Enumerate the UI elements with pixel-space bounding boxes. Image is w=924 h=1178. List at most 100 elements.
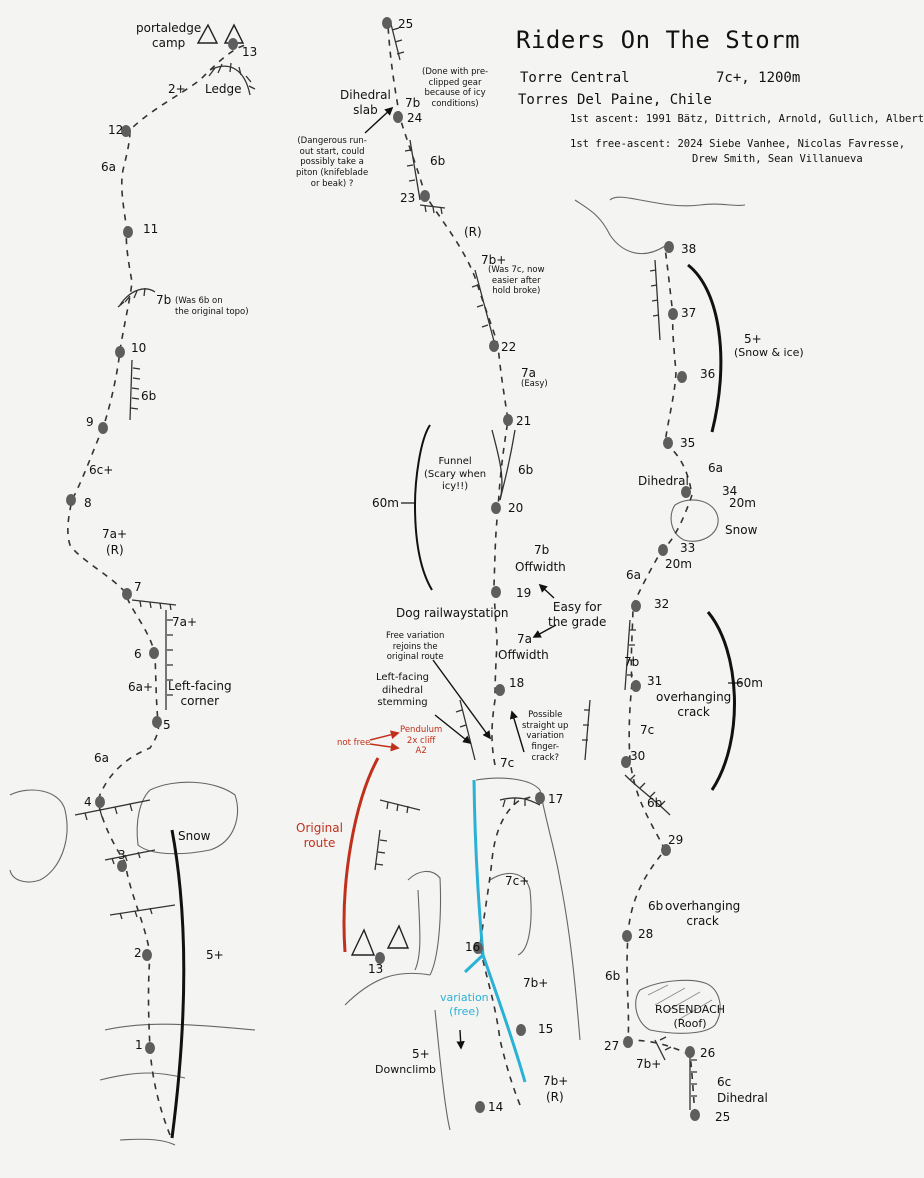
- belay-label: 17: [548, 792, 564, 806]
- route-left-col: [67, 44, 246, 1136]
- note-dihedral-right: Dihedral: [638, 474, 689, 488]
- belay-point: [690, 1109, 700, 1121]
- bracket-60m-right: [706, 611, 736, 791]
- pitch-grade: 5+: [744, 332, 762, 346]
- belay-point: [473, 942, 483, 954]
- pitch-grade: 5+: [206, 948, 224, 962]
- original-route-line: [342, 757, 380, 953]
- belay-label: 26: [700, 1046, 716, 1060]
- belay-point: [677, 371, 687, 383]
- pitch-grade: 20m: [729, 496, 756, 510]
- pitch-grade: (Easy): [521, 379, 548, 389]
- note-rosendach: ROSENDACH (Roof): [655, 1003, 726, 1030]
- belay-label: 30: [630, 749, 646, 763]
- note-runout: (Dangerous run- out start, could possibl…: [296, 136, 369, 189]
- note-dog-railway: Dog railwaystation: [396, 606, 509, 620]
- note-left-facing-corner: Left-facing corner: [168, 679, 232, 708]
- belay-point: [491, 502, 501, 514]
- belay-label: 3: [118, 848, 126, 862]
- pitch-grade: 7a: [521, 366, 536, 380]
- belay-label: 23: [400, 191, 416, 205]
- belay-label: 31: [647, 674, 663, 688]
- pitch-grade: 6a: [708, 461, 723, 475]
- note-was-7c: (Was 7c, now easier after hold broke): [488, 265, 545, 297]
- belay-point: [489, 340, 499, 352]
- first-free-ascent-line1: 1st free-ascent: 2024 Siebe Vanhee, Nico…: [570, 138, 906, 150]
- pitch-grade: 6c+: [89, 463, 114, 477]
- pitch-grade: 7a+: [172, 615, 198, 629]
- route-mid-upper: [387, 24, 509, 766]
- pitch-grade: 7a+: [102, 527, 128, 541]
- pitch-grade: 6b: [605, 969, 621, 983]
- belay-label: 35: [680, 436, 696, 450]
- route-topo-drawing: [9, 17, 746, 1146]
- belay-label: 6: [134, 647, 142, 661]
- belay-label: 2: [134, 946, 142, 960]
- belay-label: 9: [86, 415, 94, 429]
- pitch-grade: 7b+: [523, 976, 549, 990]
- belay-point: [681, 486, 691, 498]
- belay-label: 33: [680, 541, 696, 555]
- belay-point: [658, 544, 668, 556]
- bracket-snow-ice: [687, 263, 723, 433]
- note-possible-variation: Possible straight up variation finger- c…: [522, 710, 569, 763]
- belay-point: [115, 346, 125, 358]
- belay-point: [668, 308, 678, 320]
- grade-length: 7c+, 1200m: [716, 70, 801, 86]
- pitch-grade: 6a: [626, 568, 641, 582]
- belay-point: [393, 111, 403, 123]
- bracket-snow-left: [170, 829, 186, 1139]
- belay-point: [622, 930, 632, 942]
- belay-label: 16: [465, 940, 481, 954]
- belay-label: 29: [668, 833, 684, 847]
- route-title: Riders On The Storm: [516, 26, 801, 54]
- note-free-variation: Free variation rejoins the original rout…: [386, 631, 445, 663]
- belay-point: [516, 1024, 526, 1036]
- first-free-ascent-line2: Drew Smith, Sean Villanueva: [692, 153, 863, 165]
- region-name: Torres Del Paine, Chile: [518, 92, 712, 108]
- route-mid-col: [479, 793, 541, 1106]
- belay-label: 13: [242, 45, 258, 59]
- belay-point: [95, 796, 105, 808]
- note-was-6b: (Was 6b on the original topo): [175, 296, 249, 317]
- belay-label: 28: [638, 927, 654, 941]
- belay-label: 19: [516, 586, 532, 600]
- pitch-grade: 7b+: [636, 1057, 662, 1071]
- pitch-grade: 6a+: [128, 680, 154, 694]
- pitch-grade: 7b: [156, 293, 172, 307]
- belay-label: 10: [131, 341, 147, 355]
- variation-branch: [463, 953, 485, 974]
- note-not-free: not free: [337, 738, 371, 748]
- belay-point: [382, 17, 392, 29]
- pitch-grade: 6b: [518, 463, 534, 477]
- belay-label: 18: [509, 676, 525, 690]
- belay-label: 25: [398, 17, 414, 31]
- note-funnel: Funnel (Scary when icy!!): [424, 456, 487, 492]
- pitch-grade: Offwidth: [498, 648, 549, 662]
- belay-label: 37: [681, 306, 697, 320]
- pitch-grade: 7c: [640, 723, 655, 737]
- belay-point: [664, 241, 674, 253]
- belay-point: [491, 586, 501, 598]
- pitch-grade: 7b: [624, 655, 640, 669]
- belay-point: [631, 680, 641, 692]
- belay-dots: [66, 17, 700, 1121]
- belay-point: [621, 756, 631, 768]
- belay-label: 32: [654, 597, 670, 611]
- pitch-grade: 6c: [717, 1075, 732, 1089]
- belay-point: [123, 226, 133, 238]
- note-snow-right: Snow: [725, 523, 758, 537]
- note-portaledge: portaledge camp: [136, 21, 202, 50]
- belay-label: 22: [501, 340, 517, 354]
- annotation-arrows: [364, 106, 557, 1050]
- pitch-grade: 2+: [168, 82, 186, 96]
- belay-point: [66, 494, 76, 506]
- note-left-facing-dihedral: Left-facing dihedral stemming: [376, 672, 430, 708]
- pitch-grade: (R): [546, 1090, 564, 1104]
- belay-label: 12: [108, 123, 124, 137]
- belay-point: [420, 190, 430, 202]
- variation-line: [472, 779, 527, 1083]
- belay-point: [375, 952, 385, 964]
- bracket-60m-left: [413, 424, 433, 591]
- belay-point: [495, 684, 505, 696]
